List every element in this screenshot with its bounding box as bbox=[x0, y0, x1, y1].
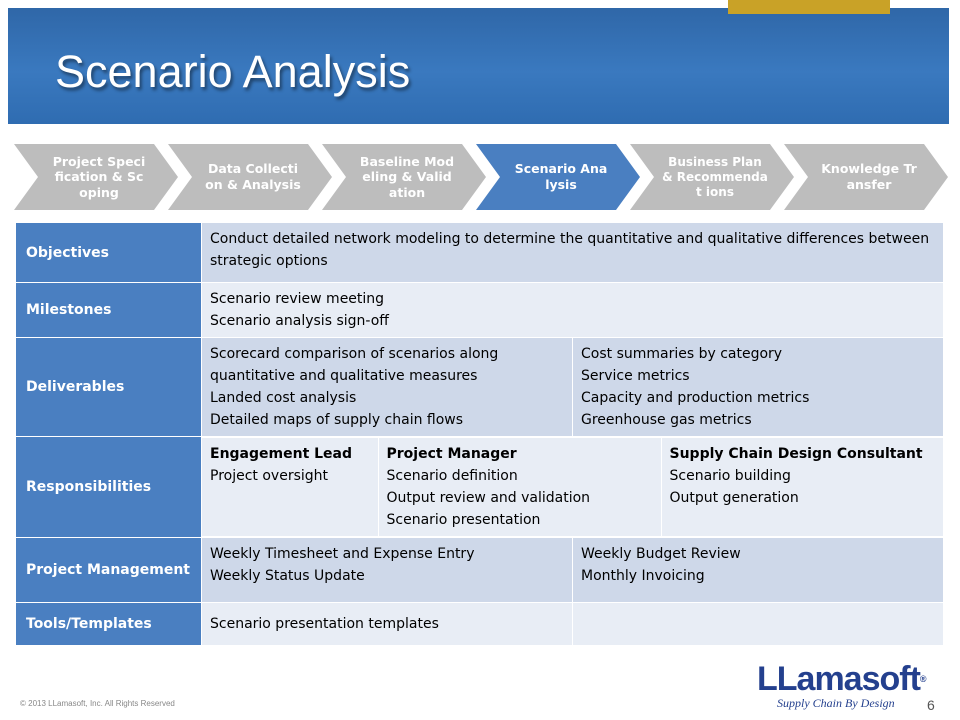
role-item: Scenario building bbox=[669, 468, 791, 484]
step-label: Business Plan & Recommendat ions bbox=[662, 154, 768, 199]
deliverable-item: Landed cost analysis bbox=[210, 390, 357, 406]
process-chevrons: Project Specification & Scoping Data Col… bbox=[14, 144, 950, 210]
title-banner: Scenario Analysis bbox=[8, 8, 949, 124]
deliverables-left: Scorecard comparison of scenarios along … bbox=[201, 337, 573, 437]
role-item: Project oversight bbox=[210, 468, 329, 484]
row-header-deliverables: Deliverables bbox=[15, 337, 202, 437]
milestone-item: Scenario analysis sign-off bbox=[210, 313, 389, 329]
role-supply-chain-consultant: Supply Chain Design Consultant Scenario … bbox=[660, 437, 945, 537]
row-header-tools: Tools/Templates bbox=[15, 602, 202, 646]
step-label: Scenario Analysis bbox=[514, 161, 608, 192]
step-project-specification: Project Specification & Scoping bbox=[14, 144, 178, 210]
step-baseline-modeling: Baseline Modeling & Validation bbox=[322, 144, 486, 210]
row-objectives: Objectives Conduct detailed network mode… bbox=[15, 222, 945, 283]
milestone-item: Scenario review meeting bbox=[210, 291, 385, 307]
row-header-milestones: Milestones bbox=[15, 282, 202, 338]
logo-wordmark: LLamasoft bbox=[757, 660, 921, 698]
tools-empty-cell bbox=[571, 602, 945, 646]
role-title: Engagement Lead bbox=[210, 446, 353, 462]
registered-mark: ® bbox=[919, 674, 927, 684]
row-project-management: Project Management Weekly Timesheet and … bbox=[15, 537, 945, 603]
role-item: Output review and validation bbox=[386, 490, 591, 506]
role-title: Supply Chain Design Consultant bbox=[669, 446, 923, 462]
step-scenario-analysis: Scenario Analysis bbox=[476, 144, 640, 210]
step-business-plan: Business Plan & Recommendat ions bbox=[630, 144, 794, 210]
llamasoft-logo: LLamasoft® Supply Chain By Design bbox=[757, 662, 927, 710]
step-label: Baseline Modeling & Validation bbox=[359, 153, 455, 200]
role-item: Scenario definition bbox=[386, 468, 518, 484]
row-tools-templates: Tools/Templates Scenario presentation te… bbox=[15, 602, 945, 646]
deliverable-item: Cost summaries by category bbox=[581, 346, 783, 362]
step-data-collection: Data Collection & Analysis bbox=[168, 144, 332, 210]
step-label: Project Specification & Scoping bbox=[52, 153, 146, 200]
objectives-text: Conduct detailed network modeling to det… bbox=[200, 222, 945, 283]
deliverables-right: Cost summaries by category Service metri… bbox=[571, 337, 945, 437]
pm-item: Weekly Budget Review bbox=[581, 546, 741, 562]
milestones-cell: Scenario review meeting Scenario analysi… bbox=[200, 282, 945, 338]
row-deliverables: Deliverables Scorecard comparison of sce… bbox=[15, 337, 945, 437]
pm-item: Monthly Invoicing bbox=[581, 568, 705, 584]
pm-item: Weekly Timesheet and Expense Entry bbox=[210, 546, 475, 562]
responsibilities-grid: Engagement Lead Project oversight Projec… bbox=[202, 437, 945, 537]
logo-tagline: Supply Chain By Design bbox=[777, 696, 895, 710]
page-number: 6 bbox=[927, 697, 935, 713]
row-header-objectives: Objectives bbox=[15, 222, 202, 283]
role-project-manager: Project Manager Scenario definition Outp… bbox=[377, 437, 662, 537]
accent-tab bbox=[728, 0, 890, 14]
role-title: Project Manager bbox=[386, 446, 517, 462]
project-management-right: Weekly Budget Review Monthly Invoicing bbox=[571, 537, 945, 603]
deliverable-item: Greenhouse gas metrics bbox=[581, 412, 752, 428]
step-label: Data Collection & Analysis bbox=[205, 161, 301, 192]
row-milestones: Milestones Scenario review meeting Scena… bbox=[15, 282, 945, 338]
role-item: Scenario presentation bbox=[386, 512, 541, 528]
deliverable-item: Scorecard comparison of scenarios along … bbox=[210, 346, 499, 384]
step-label: Knowledge Transfer bbox=[821, 161, 917, 192]
project-management-left: Weekly Timesheet and Expense Entry Weekl… bbox=[201, 537, 573, 603]
row-header-project-management: Project Management bbox=[15, 537, 202, 603]
responsibilities-cell: Engagement Lead Project oversight Projec… bbox=[200, 436, 945, 538]
deliverable-item: Service metrics bbox=[581, 368, 690, 384]
role-engagement-lead: Engagement Lead Project oversight bbox=[202, 437, 379, 537]
deliverable-item: Capacity and production metrics bbox=[581, 390, 810, 406]
row-responsibilities: Responsibilities Engagement Lead Project… bbox=[15, 436, 945, 538]
row-header-responsibilities: Responsibilities bbox=[15, 436, 202, 538]
page-title: Scenario Analysis bbox=[55, 46, 411, 97]
copyright-notice: © 2013 LLamasoft, Inc. All Rights Reserv… bbox=[20, 699, 175, 708]
deliverable-item: Detailed maps of supply chain flows bbox=[210, 412, 464, 428]
tools-text: Scenario presentation templates bbox=[201, 602, 573, 646]
role-item: Output generation bbox=[669, 490, 799, 506]
step-knowledge-transfer: Knowledge Transfer bbox=[784, 144, 948, 210]
pm-item: Weekly Status Update bbox=[210, 568, 365, 584]
scenario-table: Objectives Conduct detailed network mode… bbox=[15, 222, 945, 646]
